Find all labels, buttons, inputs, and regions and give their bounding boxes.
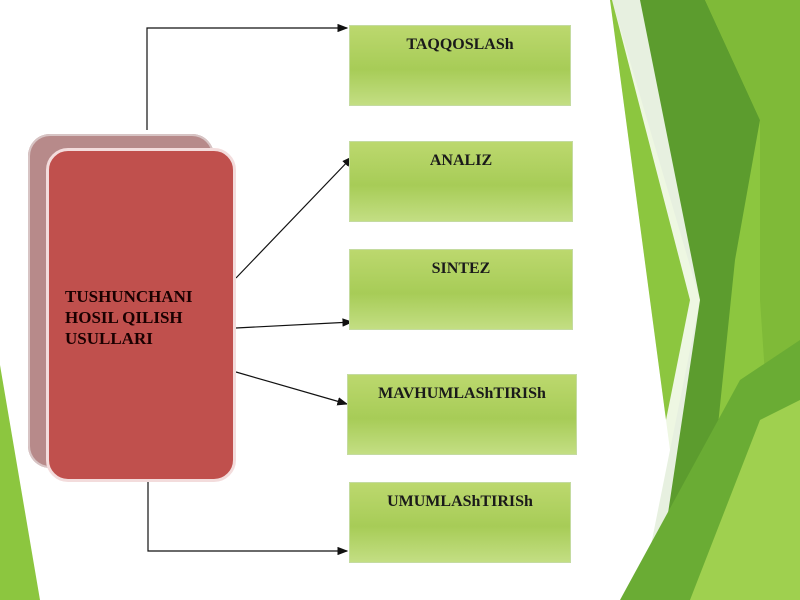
method-box-sintez: SINTEZ xyxy=(349,249,573,330)
right-white-wedge xyxy=(612,0,700,600)
method-label: ANALIZ xyxy=(429,152,493,169)
right-green-shape-highlight xyxy=(690,400,800,600)
left-green-shape xyxy=(0,365,40,600)
main-concept-box: TUSHUNCHANI HOSIL QILISH USULLARI xyxy=(46,148,236,482)
method-box-taqqoslash: TAQQOSLASh xyxy=(349,25,571,106)
right-green-shape-dark xyxy=(612,0,760,600)
method-label: SINTEZ xyxy=(431,260,491,277)
method-box-mavhumlashtirish: MAVHUMLAShTIRISh xyxy=(347,374,577,455)
method-label: TAQQOSLASh xyxy=(406,36,514,53)
method-box-analiz: ANALIZ xyxy=(349,141,573,222)
method-box-umumlashtirish: UMUMLAShTIRISh xyxy=(349,482,571,563)
method-label: UMUMLAShTIRISh xyxy=(387,493,533,510)
method-label: MAVHUMLAShTIRISh xyxy=(378,385,546,402)
main-concept-label: TUSHUNCHANI HOSIL QILISH USULLARI xyxy=(65,286,193,348)
